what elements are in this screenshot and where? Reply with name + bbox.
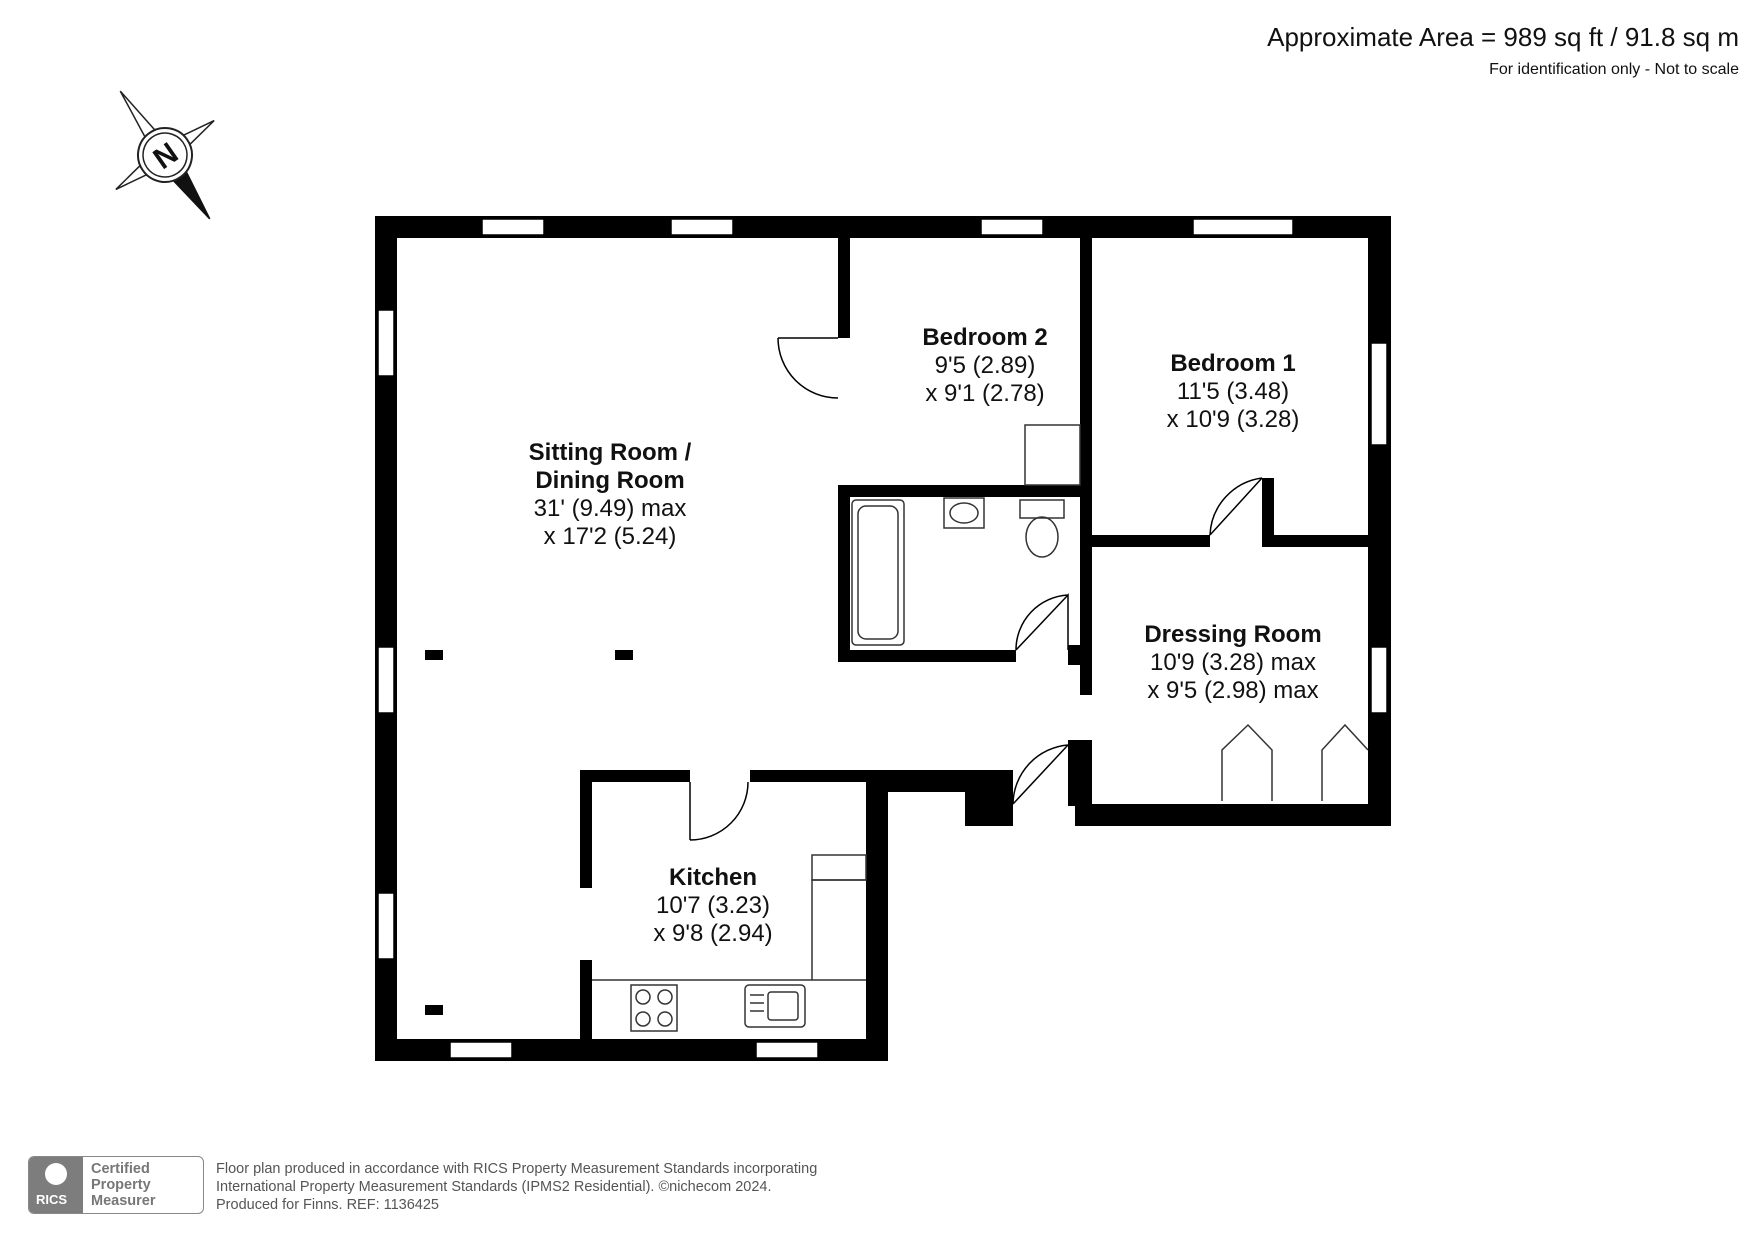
doors [689,337,1263,841]
compass-north-icon: N [115,90,215,220]
rics-badge: RICS Certified Property Measurer [28,1156,204,1214]
room-dimension: x 9'1 (2.78) [925,380,1044,407]
room-dimension: 11'5 (3.48) [1177,378,1289,405]
room-dimension: x 9'8 (2.94) [653,920,772,947]
room-dimension: 10'9 (3.28) max [1150,649,1316,676]
windows [377,218,1388,1059]
lion-icon [45,1163,67,1185]
certified-label: Certified Property Measurer [91,1161,156,1209]
room-name: Dining Room [535,467,684,494]
sink-icon [744,984,806,1028]
bath-icon [851,499,905,646]
room-dimension: x 9'5 (2.98) max [1147,677,1318,704]
room-name: Sitting Room / [529,439,692,466]
room-name: Kitchen [669,864,757,891]
room-sitting: Sitting Room / Dining Room 31' (9.49) ma… [529,439,692,550]
room-dimension: x 10'9 (3.28) [1167,406,1300,433]
room-dimension: 31' (9.49) max [534,495,687,522]
room-dimension: 10'7 (3.23) [656,892,770,919]
room-name: Bedroom 2 [922,324,1047,351]
rics-logo: RICS [29,1157,83,1213]
approximate-area: Approximate Area = 989 sq ft / 91.8 sq m [1267,22,1739,52]
hob-icon [630,984,678,1032]
room-dimension: 9'5 (2.89) [935,352,1036,379]
toilet-icon [1019,499,1065,519]
scale-note: For identification only - Not to scale [1489,61,1739,78]
footer-line: International Property Measurement Stand… [216,1179,772,1195]
room-name: Dressing Room [1144,621,1321,648]
room-kitchen: Kitchen 10'7 (3.23) x 9'8 (2.94) [653,864,772,947]
fixtures [592,424,1369,1032]
footer-line: Floor plan produced in accordance with R… [216,1161,818,1177]
room-name: Bedroom 1 [1170,350,1295,377]
footer-disclaimer: Floor plan produced in accordance with R… [216,1160,817,1214]
room-bedroom-2: Bedroom 2 9'5 (2.89) x 9'1 (2.78) [922,324,1047,407]
footer-line: Produced for Finns. REF: 1136425 [216,1197,439,1213]
room-bedroom-1: Bedroom 1 11'5 (3.48) x 10'9 (3.28) [1167,350,1300,433]
room-dressing: Dressing Room 10'9 (3.28) max x 9'5 (2.9… [1144,621,1321,704]
room-dimension: x 17'2 (5.24) [544,523,677,550]
basin-icon [943,497,985,529]
